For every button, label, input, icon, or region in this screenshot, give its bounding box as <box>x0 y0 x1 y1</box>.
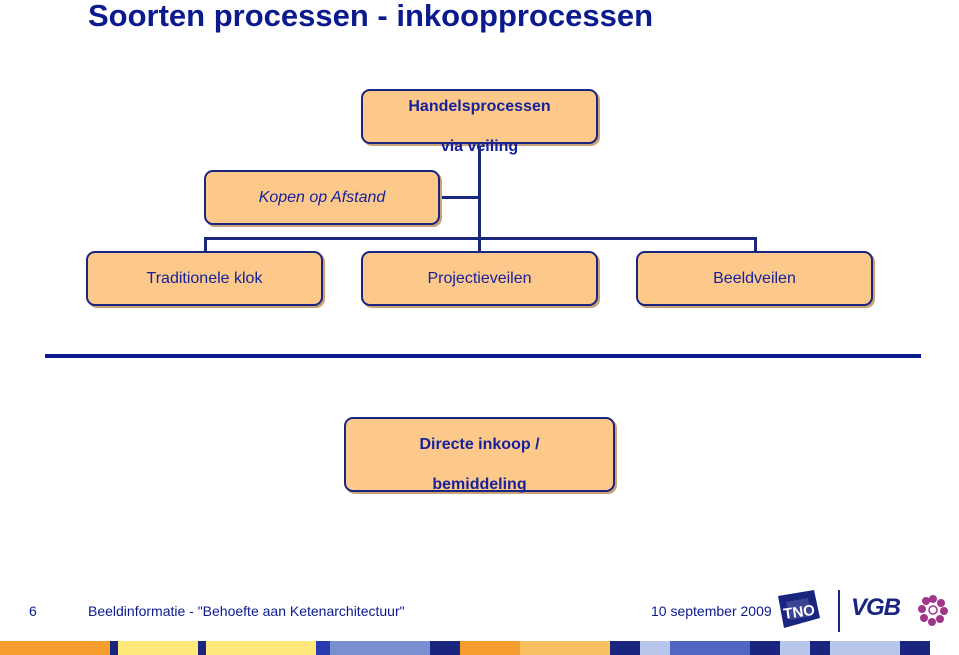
footer-date: 10 september 2009 <box>651 603 772 619</box>
node-directe-inkoop-line2: bemiddeling <box>432 475 527 493</box>
node-traditionele-klok-label: Traditionele klok <box>146 269 263 287</box>
node-kopen-op-afstand-label: Kopen op Afstand <box>258 188 386 206</box>
node-root: Handelsprocessen via veiling <box>361 89 598 155</box>
vgb-flower-icon <box>918 595 948 626</box>
node-root-line1: Handelsprocessen <box>408 97 551 115</box>
node-projectieveilen-label: Projectieveilen <box>427 269 532 287</box>
node-beeldveilen-label: Beeldveilen <box>713 269 796 287</box>
node-root-line2: via veiling <box>440 137 519 155</box>
node-projectieveilen: Projectieveilen <box>361 251 598 306</box>
node-kopen-op-afstand: Kopen op Afstand <box>204 170 440 225</box>
separator-line <box>45 354 921 358</box>
node-beeldveilen: Beeldveilen <box>636 251 873 306</box>
footer-text: Beeldinformatie - "Behoefte aan Ketenarc… <box>88 603 405 619</box>
connector-side-branch <box>440 196 479 199</box>
connector-root-trunk <box>478 143 481 239</box>
node-directe-inkoop-line1: Directe inkoop / <box>419 435 540 453</box>
page-number: 6 <box>29 603 37 619</box>
connector-child-2 <box>478 237 481 252</box>
svg-text:TNO: TNO <box>782 602 816 623</box>
tno-logo: TNO <box>778 590 820 628</box>
node-traditionele-klok: Traditionele klok <box>86 251 323 306</box>
connector-child-1 <box>204 237 207 252</box>
slide-title: Soorten processen - inkoopprocessen <box>88 0 654 33</box>
node-directe-inkoop: Directe inkoop / bemiddeling <box>344 417 615 493</box>
bottom-color-bar <box>0 641 959 655</box>
vgb-logo-text: VGB <box>851 594 901 621</box>
logo-divider <box>838 590 840 632</box>
connector-child-3 <box>754 237 757 252</box>
